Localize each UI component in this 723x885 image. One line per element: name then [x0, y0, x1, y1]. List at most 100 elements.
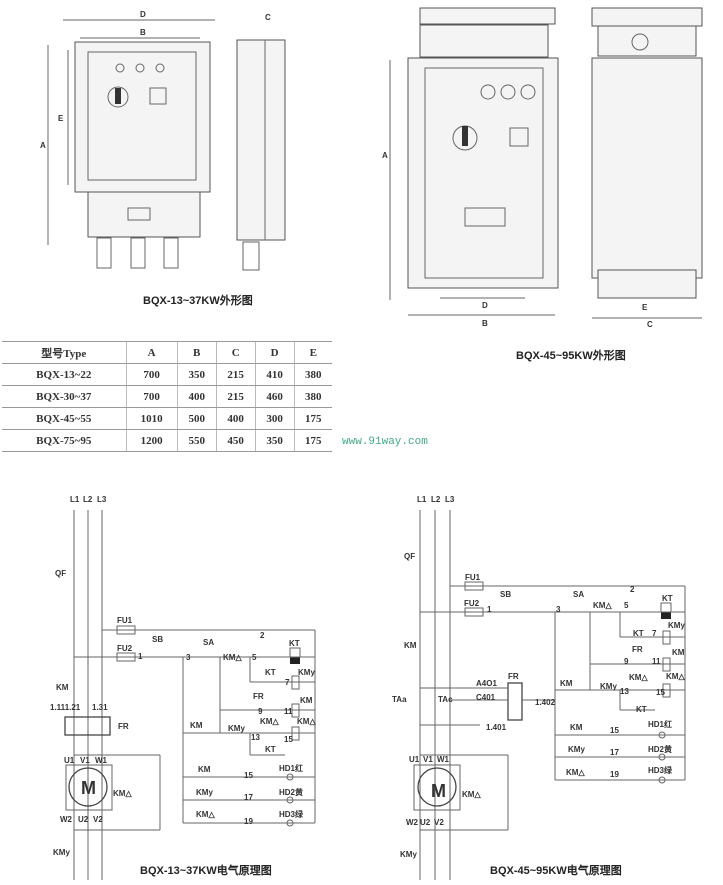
schematic-large-label: KM△ — [593, 601, 612, 610]
schematic-large-label: KMy — [568, 745, 585, 754]
schematic-large-label: HD2黄 — [648, 744, 672, 754]
schematic-small-label: FR — [253, 692, 264, 701]
schematic-small-label: 1.111.21 — [50, 703, 81, 712]
schematic-small-label: FR — [118, 722, 129, 731]
outline-large-drawing: A D B E C — [382, 7, 703, 329]
schematic-large-label: KM — [570, 723, 583, 732]
schematic-small-label: KM — [56, 683, 69, 692]
schematic-large-label: V1 — [423, 755, 433, 764]
dim-label: D — [140, 10, 146, 19]
schematic-small-label: KM△ — [223, 653, 242, 662]
schematic-large-label: TAc — [438, 695, 453, 704]
dimension-cell: 500 — [176, 407, 217, 430]
schematic-small-label: KM△ — [297, 717, 316, 726]
dim-label: E — [58, 114, 64, 123]
schematic-large-label: KM△ — [566, 768, 585, 777]
header-e: E — [293, 341, 332, 364]
model-cell: BQX-30~37 — [2, 385, 127, 408]
schematic-large-label: C401 — [476, 693, 496, 702]
schematic-large-label: 7 — [652, 629, 657, 638]
schematic-large-label: KT — [662, 594, 673, 603]
header-b: B — [176, 341, 217, 364]
dimension-cell: 215 — [215, 385, 256, 408]
schematic-small-label: KM — [300, 696, 313, 705]
schematic-large-label: KT — [633, 629, 644, 638]
schematic-small-label: L1 — [70, 495, 80, 504]
schematic-large-label: 1.401 — [486, 723, 507, 732]
schematic-large-label: KMy — [400, 850, 417, 859]
schematic-large-label: FU2 — [464, 599, 480, 608]
schematic-small-label: KT — [289, 639, 300, 648]
schematic-large-label: 2 — [630, 585, 635, 594]
schematic-small-label: V2 — [93, 815, 103, 824]
dimension-cell: 450 — [215, 429, 256, 452]
schematic-small-label: KM△ — [196, 810, 215, 819]
dimension-cell: 550 — [176, 429, 217, 452]
schematic-large-label: SB — [500, 590, 511, 599]
schematic-large-label: FU1 — [465, 573, 481, 582]
schematic-small-label: 19 — [244, 817, 253, 826]
schematic-large-label: KMy — [668, 621, 685, 630]
schematic-large-label: FR — [508, 672, 519, 681]
schematic-large-label: KM — [404, 641, 417, 650]
dimension-cell: 350 — [254, 429, 295, 452]
schematic-large-label: 13 — [620, 687, 629, 696]
schematic-small-label: KT — [265, 745, 276, 754]
motor-icon — [417, 767, 457, 807]
schematic-small-label: QF — [55, 569, 66, 578]
schematic-small-label: HD1红 — [279, 763, 303, 773]
schematic-large-label: QF — [404, 552, 415, 561]
schematic-large-label: KMy — [600, 682, 617, 691]
schematic-small-label: 15 — [284, 735, 293, 744]
header-c: C — [215, 341, 256, 364]
schematic-small-label: 9 — [258, 707, 263, 716]
schematic-large-label: U2 — [420, 818, 431, 827]
header-d: D — [254, 341, 295, 364]
schematic-large-label: KM△ — [666, 672, 685, 681]
schematic-small-label: KM — [190, 721, 203, 730]
schematic-small-label: W1 — [95, 756, 108, 765]
schematic-large-label: KM — [672, 648, 685, 657]
schematic-large-label: KM — [560, 679, 573, 688]
schematic-large-label: U1 — [409, 755, 420, 764]
schematic-large-label: W2 — [406, 818, 419, 827]
schematic-large-label: V2 — [434, 818, 444, 827]
schematic-small-label: KMy — [196, 788, 213, 797]
schematic-small-label: KMy — [53, 848, 70, 857]
enclosure-front — [407, 57, 559, 289]
schematic-large-label: 5 — [624, 601, 629, 610]
schematic-large-label: 9 — [624, 657, 629, 666]
dimension-cell: 400 — [176, 385, 217, 408]
schematic-small-label: 7 — [285, 678, 290, 687]
dim-label: B — [482, 319, 488, 328]
model-cell: BQX-13~22 — [2, 363, 127, 386]
schematic-large-label: 11 — [652, 657, 661, 666]
schematic-small-label: SB — [152, 635, 163, 644]
schematic-large-label: W1 — [437, 755, 450, 764]
dimension-cell: 1010 — [125, 407, 178, 430]
dimension-cell: 175 — [293, 429, 332, 452]
schematic-small-label: 3 — [186, 653, 191, 662]
schematic-small-label: U2 — [78, 815, 89, 824]
schematic-small-label: KT — [265, 668, 276, 677]
schematic-large-label: HD1红 — [648, 719, 672, 729]
model-cell: BQX-45~55 — [2, 407, 127, 430]
schematic-small-label: 1.31 — [92, 703, 108, 712]
schematic-large-label: 15 — [610, 726, 619, 735]
dimension-cell: 300 — [254, 407, 295, 430]
dimension-cell: 215 — [215, 363, 256, 386]
enclosure-front — [74, 41, 211, 193]
schematic-small-label: 5 — [252, 653, 257, 662]
schematic-large-label: 15 — [656, 688, 665, 697]
dimension-cell: 700 — [125, 385, 178, 408]
dimension-cell: 1200 — [125, 429, 178, 452]
outline-large-caption: BQX-45~95KW外形图 — [516, 350, 626, 362]
schematic-large-label: 1.402 — [535, 698, 556, 707]
dimension-cell: 350 — [176, 363, 217, 386]
schematic-large-label: 1 — [487, 605, 492, 614]
